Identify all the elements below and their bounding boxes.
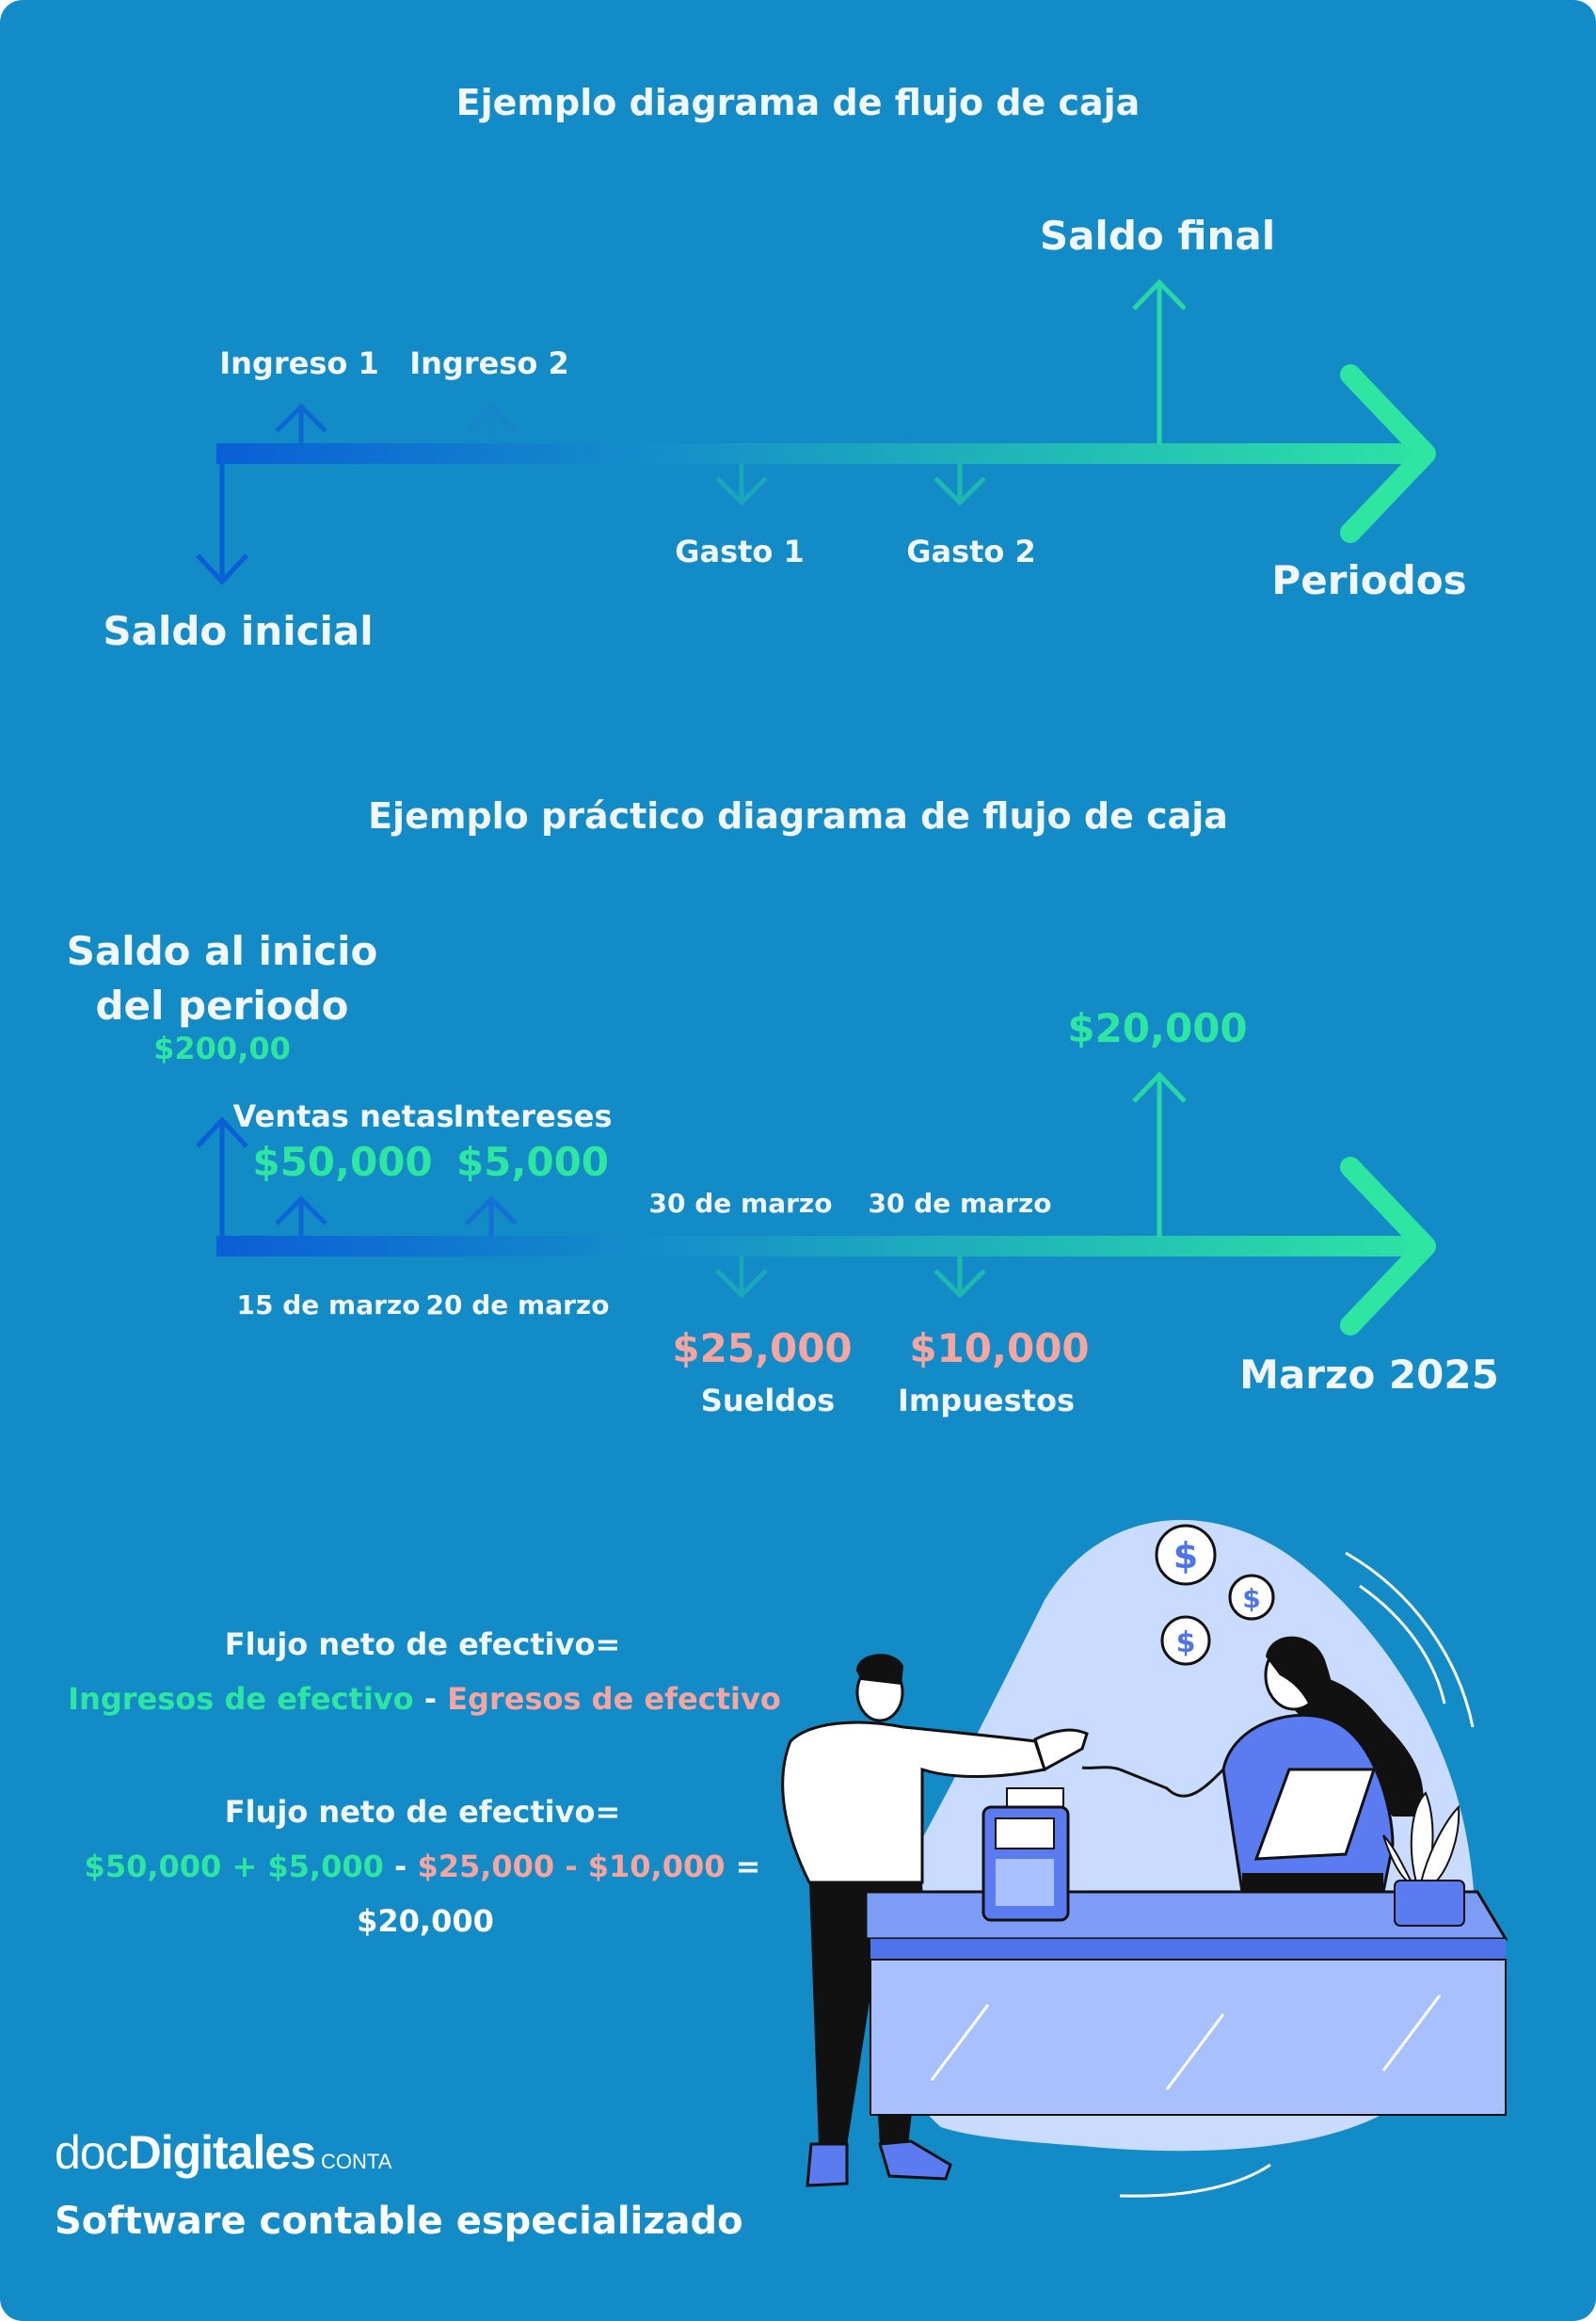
formula-income-values: $50,000 + $5,000 — [84, 1849, 384, 1884]
saldo-inicial-label: Saldo inicial — [103, 608, 374, 654]
intereses-value: $5,000 — [455, 1139, 610, 1185]
counter — [864, 1890, 1508, 2116]
diagram1-gasto2-arrow — [934, 464, 986, 506]
svg-text:$: $ — [1176, 1626, 1196, 1659]
intereses-label: Intereses — [453, 1098, 613, 1134]
diagram2-sueldos-arrow — [715, 1257, 768, 1299]
saldo-final-label: Saldo final — [1039, 213, 1276, 259]
diagram2-ventas-arrow — [275, 1195, 327, 1237]
diagram2-final-arrow — [1132, 1071, 1187, 1237]
diagram1-gasto1-arrow — [715, 464, 768, 506]
section2-title: Ejemplo práctico diagrama de flujo de ca… — [368, 795, 1228, 837]
ingreso1-label: Ingreso 1 — [219, 345, 379, 381]
cashier-illustration: $ $ $ — [781, 1519, 1508, 2198]
formula-egresos: Egresos de efectivo — [447, 1681, 781, 1717]
gasto2-label: Gasto 2 — [906, 534, 1036, 569]
diagram1-ingreso1-arrow — [275, 403, 327, 444]
section1-title: Ejemplo diagrama de flujo de caja — [455, 82, 1141, 123]
periodos-label: Periodos — [1271, 557, 1467, 603]
logo-digitales: Digitales — [127, 2126, 316, 2179]
period-label: Marzo 2025 — [1239, 1352, 1499, 1398]
diagram1-timeline-arrow — [216, 364, 1436, 543]
sueldos-label: Sueldos — [700, 1383, 836, 1418]
diagram2-timeline-arrow — [216, 1157, 1436, 1336]
formula-result: $20,000 — [357, 1903, 494, 1939]
formula-op: - — [383, 1849, 418, 1884]
saldo-inicio-line2: del periodo — [95, 983, 349, 1029]
plant-icon — [1382, 1791, 1465, 1927]
formula-line2: Ingresos de efectivo - Egresos de efecti… — [68, 1681, 781, 1717]
svg-text:$: $ — [1242, 1583, 1260, 1614]
diagram1-ingreso2-arrow — [465, 403, 518, 444]
coin-icon: $ — [1228, 1574, 1275, 1621]
logo-conta: CONTA — [321, 2150, 392, 2173]
formula-line1: Flujo neto de efectivo= — [224, 1626, 621, 1662]
diagram2-saldo-inicio-arrow — [196, 1116, 248, 1246]
card-terminal-icon — [982, 1787, 1070, 1922]
ventas-label: Ventas netas — [232, 1098, 455, 1134]
coin-icon: $ — [1155, 1524, 1217, 1586]
cashier-woman — [1081, 1636, 1424, 1894]
diagram2-intereses-arrow — [465, 1195, 518, 1237]
logo-doc: doc — [55, 2126, 129, 2179]
formula-line3: Flujo neto de efectivo= — [224, 1794, 621, 1830]
saldo-inicio-line1: Saldo al inicio — [66, 928, 378, 974]
formula-minus: - — [413, 1681, 448, 1717]
impuestos-label: Impuestos — [897, 1383, 1076, 1418]
gasto1-label: Gasto 1 — [675, 534, 805, 569]
coin-icon: $ — [1160, 1615, 1211, 1666]
ingreso2-label: Ingreso 2 — [409, 345, 569, 381]
formula-ingresos: Ingresos de efectivo — [68, 1681, 414, 1717]
saldo-inicio-value: $200,00 — [153, 1031, 291, 1066]
diagram2-impuestos-arrow — [934, 1257, 986, 1299]
impuestos-date: 30 de marzo — [868, 1188, 1052, 1219]
ventas-date: 15 de marzo — [236, 1289, 421, 1321]
tagline: Software contable especializado — [55, 2200, 743, 2243]
intereses-date: 20 de marzo — [425, 1289, 610, 1321]
ventas-value: $50,000 — [252, 1139, 433, 1185]
formula-line4: $50,000 + $5,000 - $25,000 - $10,000 = — [85, 1849, 761, 1884]
formula-equals: = — [725, 1849, 761, 1884]
sueldos-value: $25,000 — [672, 1325, 853, 1371]
impuestos-value: $10,000 — [909, 1325, 1090, 1371]
svg-text:$: $ — [1173, 1535, 1198, 1577]
diagram1-saldo-final-arrow — [1132, 279, 1187, 444]
diagram1-saldo-inicial-arrow — [196, 454, 248, 585]
formula-expense-values: $25,000 - $10,000 — [417, 1849, 726, 1884]
sueldos-date: 30 de marzo — [648, 1188, 833, 1219]
final-value: $20,000 — [1067, 1005, 1248, 1051]
